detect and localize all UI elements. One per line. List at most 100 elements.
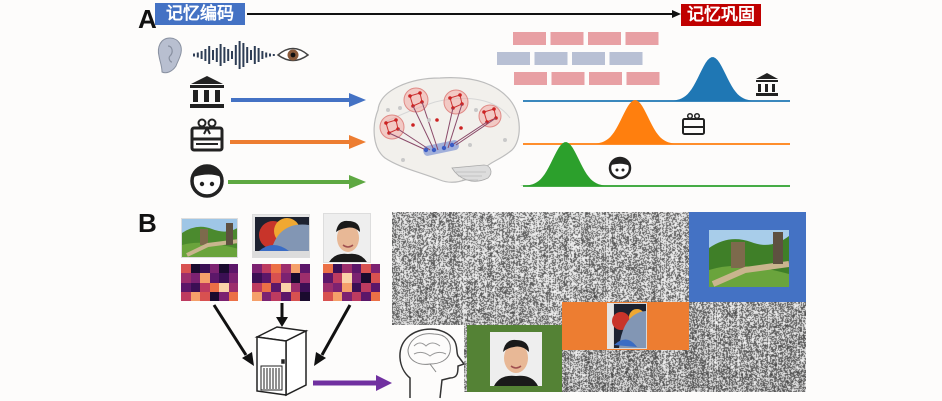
great-wall-drawing (182, 219, 237, 257)
heatmap-cell (351, 291, 361, 301)
heatmap-cell (351, 264, 361, 274)
heatmap-cell (370, 282, 380, 292)
heatmap-cell (332, 291, 342, 301)
heatmap-cell (181, 273, 191, 283)
heatmap-cell (261, 291, 272, 301)
heatmap-cell (209, 291, 219, 301)
heatmap-cell (290, 264, 301, 274)
heatmap-cell (300, 264, 310, 274)
hippocampal-connection (447, 103, 463, 149)
brain-region-node (443, 89, 469, 115)
memory-brick (550, 32, 584, 45)
heatmap-cell (342, 264, 352, 274)
neuron-dot (411, 123, 415, 127)
bank-replay-peak (667, 57, 758, 101)
cortex-dot (398, 106, 402, 110)
heatmap-cell (261, 273, 272, 283)
neuron-dot (448, 96, 452, 100)
cortex-dot (401, 158, 405, 162)
gift-arrow (230, 135, 366, 149)
heatmap-cell (281, 282, 291, 292)
neuron-dot (384, 121, 388, 125)
heatmap-cell (190, 264, 200, 274)
bank-icon (190, 76, 224, 108)
panel-a-label: A (138, 4, 157, 34)
heatmap-cell (228, 291, 238, 301)
face-replay-peak (520, 142, 611, 186)
cortex-dot (468, 143, 472, 147)
heatmap-cell (190, 282, 200, 292)
heatmap-cell (281, 264, 291, 274)
heatmap-cell (370, 273, 380, 283)
sound-wave-icon (193, 41, 275, 69)
heatmap-cell (332, 282, 342, 292)
hippocampal-connection (443, 107, 454, 149)
face-decoded-drawing (494, 339, 538, 386)
hippocampus-node (423, 147, 429, 153)
neuron-dot (458, 93, 462, 97)
memory-brick (534, 52, 568, 65)
cortex-dot (427, 118, 431, 122)
tablet-decoded-image (607, 303, 647, 349)
face-icon-small (608, 156, 632, 180)
hippocampal-connection (412, 105, 435, 151)
face-arrow (228, 175, 366, 189)
heatmap-cell (361, 291, 371, 301)
heatmap-cell (342, 291, 352, 301)
hippocampal-connection (397, 128, 431, 151)
heatmap-cell (361, 264, 371, 274)
neuron-dot (459, 126, 463, 130)
heatmap-cell (209, 273, 219, 283)
heatmap-cell (181, 282, 191, 292)
heatmap-cell (323, 264, 333, 274)
neuron-dot (418, 91, 422, 95)
heatmap-cell (300, 291, 310, 301)
memory-brick (514, 72, 547, 85)
face-decoded-image (490, 332, 542, 386)
heatmap-cell (361, 273, 371, 283)
heatmap-cell (271, 273, 281, 283)
gift-icon (190, 118, 224, 152)
gift-icon-small (682, 112, 705, 135)
heatmap-cell (290, 282, 301, 292)
human-head-brain-icon (399, 328, 466, 399)
neuron-dot (492, 107, 496, 111)
face-icon (190, 164, 224, 198)
heatmap-cell (281, 291, 291, 301)
hippocampal-connection (451, 121, 488, 146)
arrow-portrait-to-computer (314, 304, 352, 366)
panel-b-label: B (138, 208, 157, 238)
bank-arrow (231, 93, 366, 107)
neuron-dot (482, 110, 486, 114)
heatmap-cell (281, 273, 291, 283)
memory-brick (626, 72, 660, 85)
tablet-decoded-drawing (607, 303, 646, 349)
heatmap-cell (209, 264, 219, 274)
hippocampal-connection (421, 101, 439, 151)
raster-blank-area (392, 325, 464, 392)
heatmap-cell (351, 282, 361, 292)
portrait-drawing (329, 220, 367, 262)
hippocampal-connection (388, 132, 427, 151)
memory-brick (572, 52, 605, 65)
heatmap-cell (200, 282, 210, 292)
brain-network-illustration (373, 77, 520, 183)
heatmap-cell (219, 282, 229, 292)
portrait-image (323, 213, 371, 263)
heatmap-cell (219, 273, 229, 283)
memory-brick (588, 32, 621, 45)
memory-brick (513, 32, 546, 45)
encoding-tag: 记忆编码 (155, 3, 245, 25)
heatmap-cell (271, 291, 281, 301)
consolidation-tag: 记忆巩固 (681, 4, 761, 26)
heatmap-cell (370, 291, 380, 301)
heatmap-cell (300, 273, 310, 283)
heatmap-cell (271, 264, 281, 274)
arrow-tablet-to-computer (276, 303, 288, 327)
brain-region-node (379, 114, 405, 140)
neuron-dot (435, 118, 439, 122)
memory-brick (497, 52, 530, 65)
heatmap-cell (219, 264, 229, 274)
heatmap-cell (252, 282, 262, 292)
